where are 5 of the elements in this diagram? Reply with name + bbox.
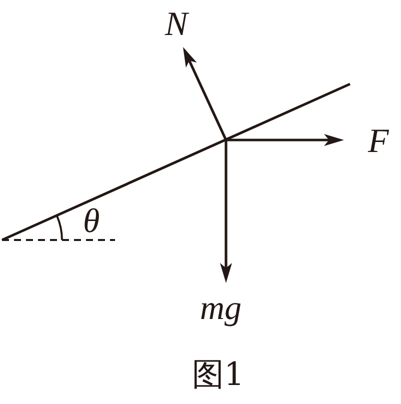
force-label: F [368, 125, 389, 159]
angle-label: θ [83, 205, 100, 239]
force-label: mg [200, 292, 242, 326]
force-label: N [165, 8, 188, 42]
figure-caption: 图1 [192, 358, 244, 390]
